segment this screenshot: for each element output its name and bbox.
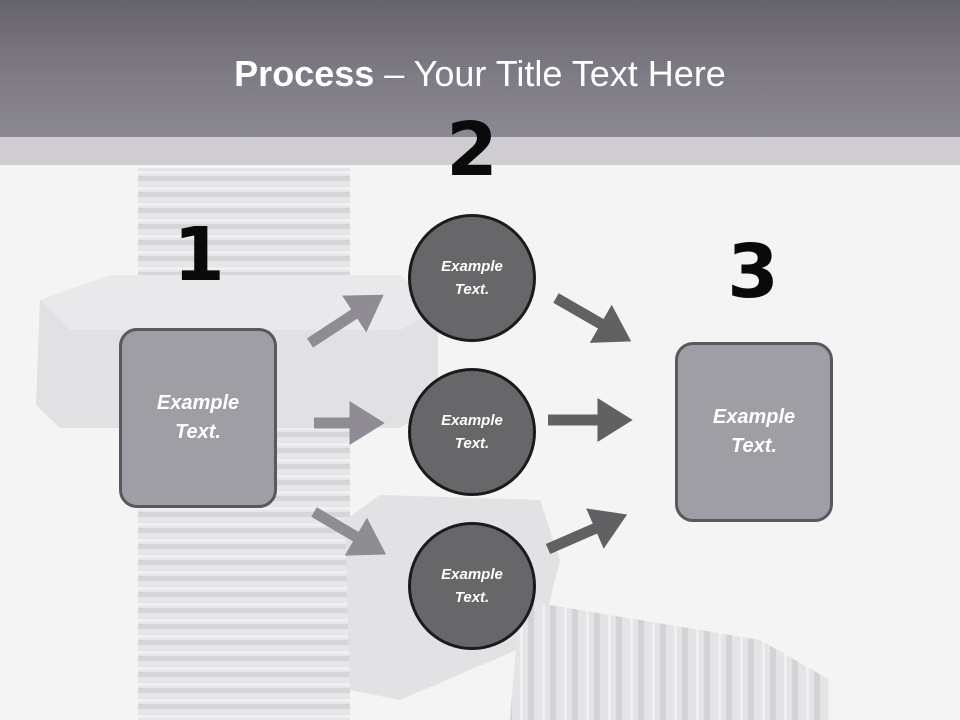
step-2-circle-bottom: Example Text. bbox=[408, 522, 536, 650]
title-bold: Process bbox=[234, 53, 375, 94]
title-bar-band bbox=[0, 137, 960, 165]
step-2-circle-top-text: Example Text. bbox=[441, 258, 503, 298]
step-2-circle-bottom-text: Example Text. bbox=[441, 566, 503, 606]
title-rest: – Your Title Text Here bbox=[374, 53, 726, 94]
step-2-circle-top: Example Text. bbox=[408, 214, 536, 342]
step-1-box: Example Text. bbox=[119, 328, 277, 508]
arrow-2-to-3-bottom bbox=[545, 508, 628, 555]
step-number-1: 1 bbox=[173, 212, 225, 298]
step-number-3: 3 bbox=[727, 229, 779, 315]
step-1-text: Example Text. bbox=[156, 392, 240, 443]
step-2-circle-middle: Example Text. bbox=[408, 368, 536, 496]
step-3-box: Example Text. bbox=[675, 342, 833, 522]
arrow-1-to-2-bottom bbox=[311, 507, 387, 556]
arrow-1-to-2-top bbox=[306, 294, 384, 348]
step-3-text: Example Text. bbox=[712, 406, 796, 457]
arrow-2-to-3-top bbox=[553, 293, 632, 343]
step-2-circle-middle-text: Example Text. bbox=[441, 412, 503, 452]
slide-title: Process – Your Title Text Here bbox=[0, 52, 960, 96]
step-number-2: 2 bbox=[446, 107, 498, 193]
title-bar bbox=[0, 0, 960, 137]
